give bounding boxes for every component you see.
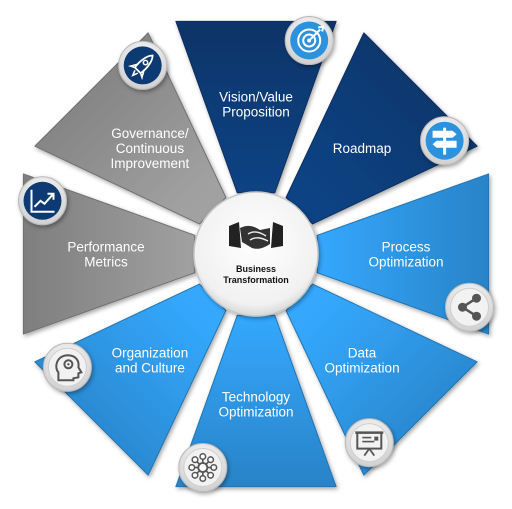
target-icon-badge [284,16,334,65]
segment-label-line: Process [382,240,431,255]
line-chart-icon-badge [18,176,67,226]
share-nodes-icon [458,293,481,321]
segment-roadmap: Roadmap [285,32,478,225]
head-gear-icon-badge [42,342,92,392]
segment-label-line: Technology [222,390,291,405]
segment-label-line: Continuous [116,141,185,156]
segment-label-line: Optimization [368,255,443,270]
segment-label-line: Organization [112,346,189,361]
segment-label-line: and Culture [115,361,185,376]
segment-label-line: Vision/Value [219,90,293,105]
segment-label-line: Optimization [218,405,293,420]
center-label-line2: Transformation [223,275,289,285]
line-chart-icon [30,189,55,213]
segment-label-line: Metrics [84,255,128,270]
handshake-icon [229,222,283,249]
segments-layer: Vision/ValuePropositionRoadmapProcessOpt… [18,16,494,492]
segment-label-line: Performance [67,240,144,255]
presentation-board-icon-badge [344,418,394,468]
signpost-icon-badge [420,116,470,166]
head-gear-icon [55,354,83,382]
segment-label-line: Governance/ [111,126,189,141]
segment-label-line: Roadmap [333,141,392,156]
target-icon [297,25,325,53]
segment-label-line: Optimization [325,361,400,376]
segment-label-line: Improvement [111,156,190,171]
network-hub-icon [188,452,218,483]
center-hub: Business Transformation [193,191,319,317]
signpost-icon [432,127,457,155]
center-label-line1: Business [236,264,276,274]
rocket-icon-badge [118,40,168,90]
center-circle [193,191,319,317]
segment-label-line: Proposition [222,105,290,120]
network-hub-icon-badge [178,443,228,492]
segment-label-line: Data [348,346,377,361]
presentation-board-icon [355,431,384,457]
rocket-icon [127,54,154,81]
share-nodes-icon-badge [445,282,494,332]
